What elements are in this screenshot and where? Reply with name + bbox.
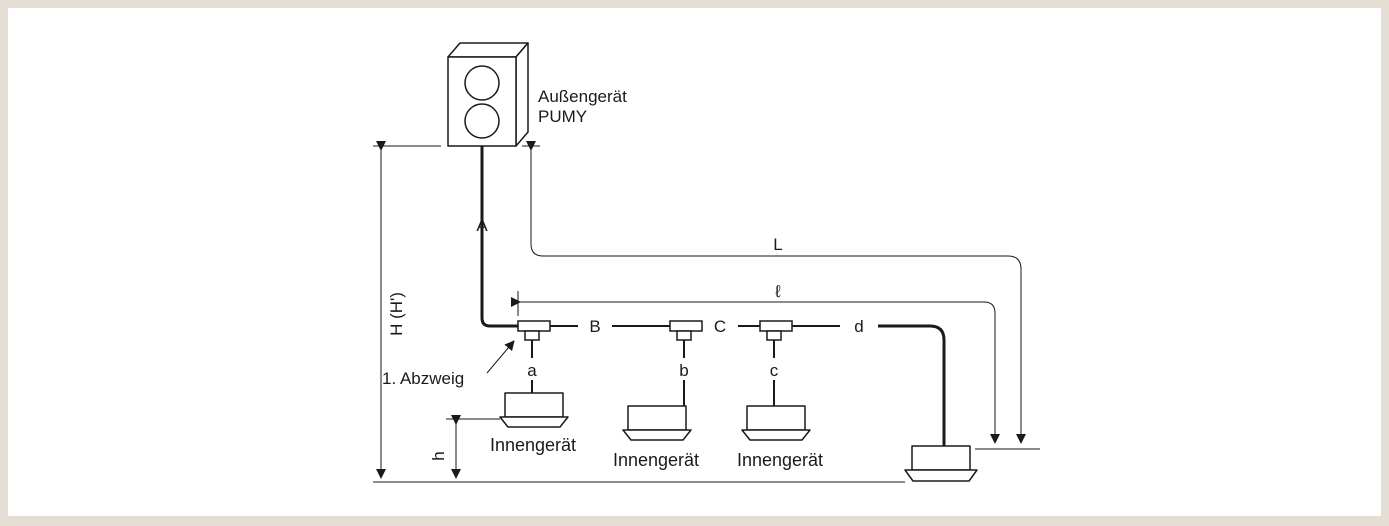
pipe-d-to-last-unit xyxy=(878,324,946,446)
pipe-label-b: b xyxy=(679,361,688,380)
length-dimension-L xyxy=(526,141,1026,444)
indoor-unit-a xyxy=(499,392,569,428)
indoor-unit-c xyxy=(741,405,811,441)
outdoor-unit-label-line1: Außengerät xyxy=(538,87,627,106)
first-branch-pointer xyxy=(486,340,515,374)
indoor-unit-d xyxy=(904,445,978,482)
pipe-label-A: A xyxy=(476,216,488,235)
branch-drops xyxy=(531,340,775,406)
length-label-l: ℓ xyxy=(774,282,781,301)
branch-joint-3 xyxy=(759,320,793,341)
indoor-unit-label-b: Innengerät xyxy=(613,450,699,470)
indoor-unit-b xyxy=(622,405,692,441)
branch-joint-2 xyxy=(669,320,703,341)
pipe-label-d: d xyxy=(854,317,863,336)
branch-joint-1 xyxy=(517,320,551,341)
outdoor-unit xyxy=(447,42,529,147)
fan-bottom-icon xyxy=(464,103,500,139)
pipe-label-C: C xyxy=(714,317,726,336)
length-label-L: L xyxy=(773,235,782,254)
indoor-unit-label-a: Innengerät xyxy=(490,435,576,455)
outdoor-unit-label-line2: PUMY xyxy=(538,107,587,126)
pipe-label-a: a xyxy=(527,361,537,380)
length-dimension-l xyxy=(511,297,1000,444)
fan-top-icon xyxy=(464,65,500,101)
indoor-unit-label-c: Innengerät xyxy=(737,450,823,470)
branch-joints xyxy=(517,320,793,341)
first-branch-label: 1. Abzweig xyxy=(382,369,464,388)
height-label-H: H (H') xyxy=(387,292,406,336)
reference-lines xyxy=(373,145,1040,483)
main-piping xyxy=(480,146,518,328)
pipe-label-B: B xyxy=(589,317,600,336)
height-label-h: h xyxy=(429,451,448,460)
pipe-label-c: c xyxy=(770,361,779,380)
